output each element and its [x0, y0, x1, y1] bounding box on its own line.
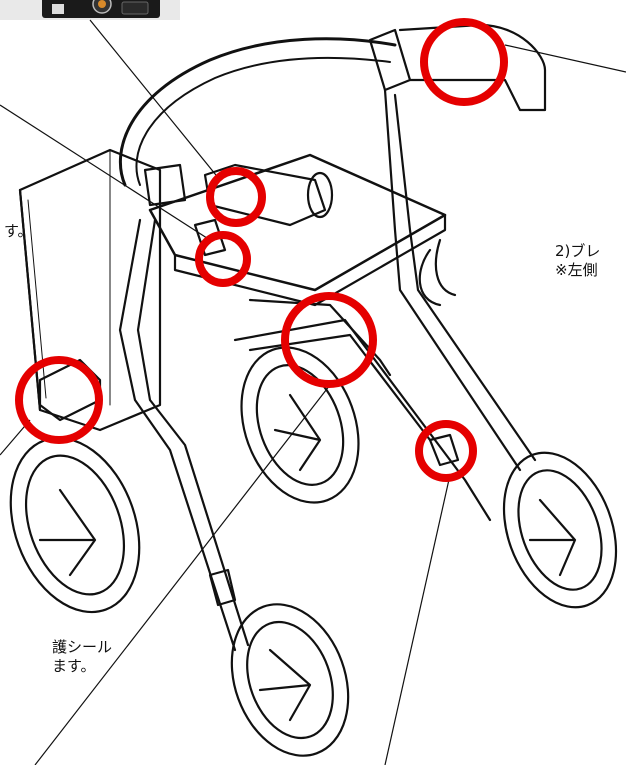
leader-line-photo [89, 19, 221, 181]
rear-middle-wheel [240, 346, 360, 504]
highlight-brake-joint [415, 420, 477, 482]
lower-bracket [208, 568, 237, 607]
right-rear-frame [383, 88, 522, 472]
highlight-seat-frame [281, 292, 377, 388]
label-fragment-top-left: す。 [4, 222, 33, 240]
rear-right-wheel [502, 451, 618, 609]
control-unit-photo [42, 0, 160, 18]
brake-bracket [428, 433, 460, 467]
label-seal-line1: 護シール [52, 638, 113, 656]
leader-line-seal [34, 384, 331, 765]
front-bottom-wheel [230, 603, 350, 757]
leader-line-bottom [384, 474, 451, 765]
left-front-frame [118, 218, 237, 652]
front-left-wheel [9, 436, 141, 614]
handle-joint-left [143, 163, 187, 207]
inset-photo [0, 0, 180, 20]
highlight-knob [195, 231, 251, 287]
cross-brace [233, 318, 492, 522]
handle-joint-right [368, 28, 412, 92]
cane-holder [38, 358, 102, 422]
leader-line-top-left [0, 104, 211, 241]
seat [148, 153, 447, 292]
leader-line-brake [504, 44, 626, 73]
highlight-brake-lever [420, 18, 508, 106]
label-brake-line1: 2)ブレ [555, 242, 601, 260]
right-grip [398, 23, 547, 112]
highlight-cane-holder [15, 356, 103, 444]
handle-bar [118, 37, 397, 187]
label-seal-line2: ます。 [52, 657, 96, 675]
highlight-handle-lock [206, 167, 266, 227]
label-brake-line2: ※左側 [555, 261, 598, 279]
